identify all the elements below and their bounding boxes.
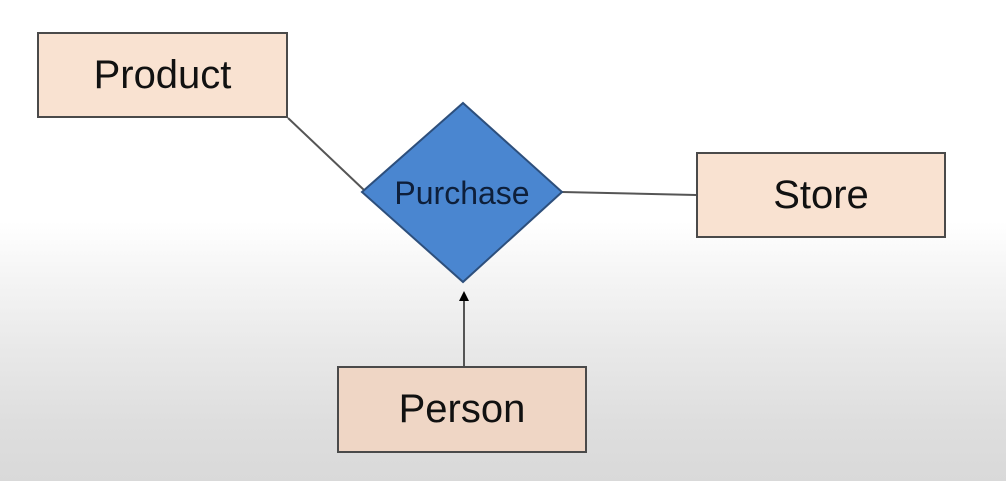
entity-person: Person: [337, 366, 587, 453]
purchase-store-connector: [561, 191, 697, 196]
entity-store: Store: [696, 152, 946, 238]
product-purchase-connector: [287, 117, 365, 191]
purchase-relationship-diamond: [360, 101, 564, 284]
entity-product: Product: [37, 32, 288, 118]
entity-product-label: Product: [93, 52, 232, 97]
entity-store-label: Store: [773, 172, 869, 217]
entity-person-label: Person: [398, 387, 526, 431]
relationship-purchase-label: Purchase: [394, 174, 530, 211]
